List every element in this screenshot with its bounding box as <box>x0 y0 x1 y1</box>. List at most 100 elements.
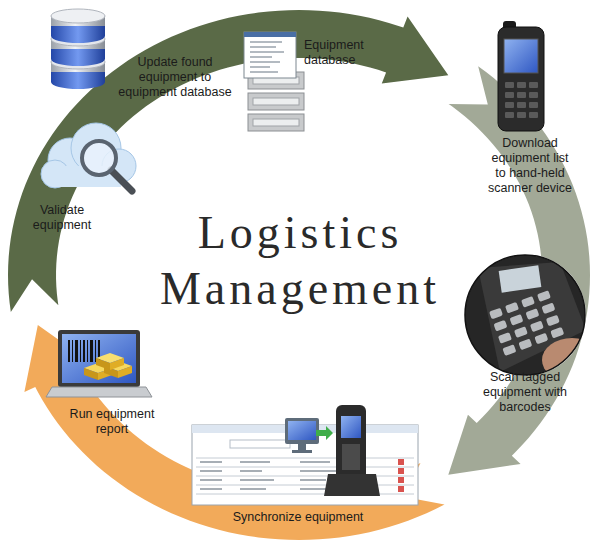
photo-keys <box>514 326 528 338</box>
cradle-device <box>324 474 380 496</box>
step-label: Run equipment report <box>64 407 160 437</box>
photo-keys <box>530 321 544 333</box>
scanner-keys <box>529 82 538 88</box>
barcode <box>68 340 70 362</box>
table-text-lines <box>200 462 336 489</box>
scanner-keys <box>517 102 526 108</box>
server-icon <box>244 32 296 37</box>
photo-keys <box>518 339 532 351</box>
step-label: Synchronize equipment <box>198 510 398 525</box>
monitor-icon <box>288 421 316 440</box>
barcode <box>90 340 93 362</box>
scanner-keys <box>505 102 514 108</box>
handheld-scanner-icon <box>498 27 544 131</box>
server-icon <box>253 98 299 105</box>
table-text-lines <box>240 461 270 463</box>
photo-keys <box>534 333 548 345</box>
photo-keys <box>550 327 564 339</box>
photo-keys <box>541 302 555 314</box>
table-text-lines <box>240 488 266 490</box>
photo-content <box>464 254 599 382</box>
laptop-report-icon <box>62 334 136 383</box>
step-label: Equipment database <box>304 38 376 68</box>
scanner-keys <box>517 82 526 88</box>
barcode <box>72 340 73 362</box>
scanner-keys <box>505 92 514 98</box>
table-rows <box>196 485 414 486</box>
scanner-photo <box>464 254 586 376</box>
table-text-lines <box>200 488 222 490</box>
handheld-scanner-icon <box>498 21 544 131</box>
window-list-lines <box>250 66 270 68</box>
gold-bars <box>110 358 124 370</box>
cradle-device <box>342 444 360 470</box>
photo-keys <box>546 315 560 327</box>
window-list-lines <box>250 42 284 72</box>
row-icons <box>398 477 404 483</box>
barcode <box>87 340 88 362</box>
scanner-keys <box>505 112 514 118</box>
row-icons <box>398 486 404 492</box>
window-list-lines <box>250 56 272 58</box>
cloud-search-icon <box>41 123 136 191</box>
cycle-arrow <box>24 325 444 540</box>
step-label: Validate equipment <box>30 203 94 233</box>
table-text-lines <box>300 479 326 481</box>
window-list-lines <box>250 61 280 63</box>
table-rows <box>196 458 414 494</box>
server-icon <box>248 93 304 110</box>
table-text-lines <box>200 470 222 472</box>
monitor-icon <box>298 444 306 450</box>
photo-keys <box>509 314 523 326</box>
barcode <box>83 340 85 362</box>
photo-keys <box>505 302 519 314</box>
table-rows <box>196 458 414 459</box>
barcode <box>75 340 78 362</box>
photo-content <box>464 254 586 376</box>
window-list-lines <box>250 46 276 48</box>
scanner-keys <box>517 112 526 118</box>
table-text-lines <box>200 461 222 463</box>
step-label: Download equipment list to hand-held sca… <box>485 136 575 196</box>
photo-keys <box>521 296 535 308</box>
server-icon <box>253 119 299 126</box>
monitor-icon <box>292 450 312 453</box>
database-icon <box>51 9 105 23</box>
diagram-title: Logistics Management <box>125 205 475 317</box>
handheld-scanner-icon <box>504 39 538 73</box>
scanner-keys <box>505 82 514 88</box>
scanner-photo <box>464 254 599 382</box>
step-label: Scan tagged equipment with barcodes <box>479 370 571 415</box>
barcode <box>80 340 81 362</box>
laptop-report-icon <box>58 330 140 387</box>
table-text-lines <box>200 479 222 481</box>
gold-bars <box>96 358 110 370</box>
row-icons <box>398 459 404 492</box>
sync-screenshot <box>230 440 290 448</box>
table-rows <box>196 467 414 468</box>
table-text-lines <box>300 461 330 463</box>
gold-bars <box>84 353 132 380</box>
cradle-device <box>341 416 361 438</box>
cradle-device <box>324 405 380 496</box>
server-icon <box>244 32 304 131</box>
table-text-lines <box>300 470 336 472</box>
cloud-search-icon <box>82 141 116 175</box>
scanner-photo <box>465 255 585 375</box>
photo-keys <box>498 332 512 344</box>
photo-keys <box>489 308 503 320</box>
cycle-arrow-bands <box>8 10 590 540</box>
window-list-lines <box>250 41 282 43</box>
barcode <box>95 340 96 362</box>
barcode <box>68 340 100 362</box>
scanner-keys <box>505 82 538 118</box>
window-list-lines <box>250 71 278 73</box>
scanner-keys <box>529 92 538 98</box>
gold-bars <box>84 368 98 380</box>
table-text-lines <box>240 479 274 481</box>
cradle-device <box>336 405 366 483</box>
photo-keys <box>493 320 507 332</box>
table-text-lines <box>240 470 262 472</box>
table-rows <box>196 494 414 495</box>
